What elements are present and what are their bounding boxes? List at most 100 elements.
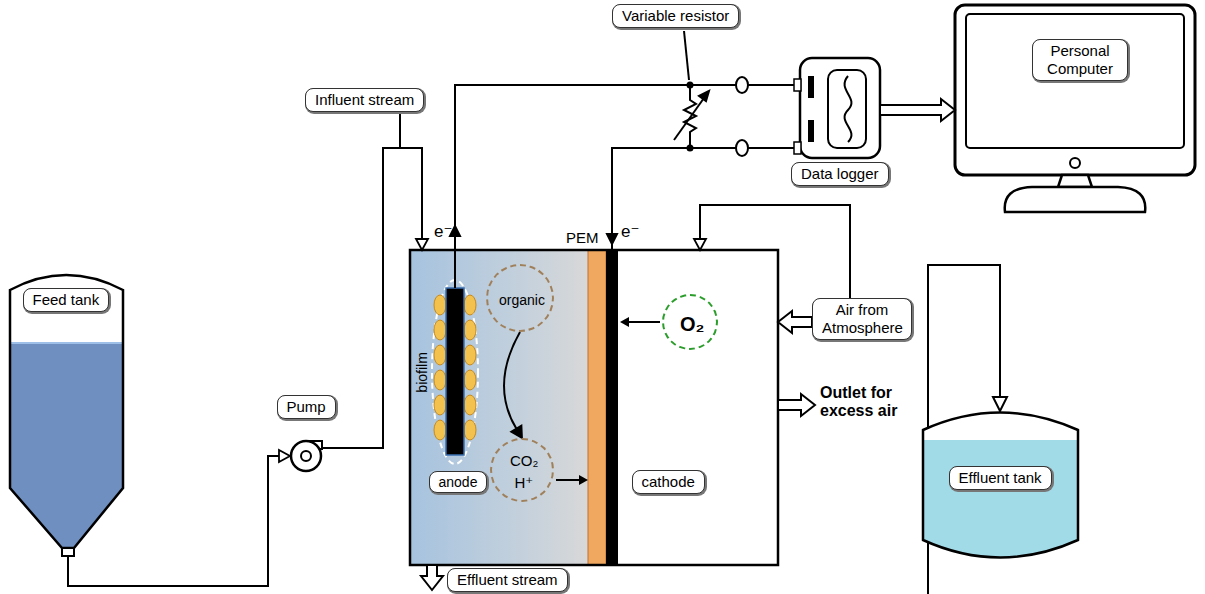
power-button	[1070, 158, 1080, 168]
label-box: Air from Atmosphere	[812, 298, 912, 340]
anode-wire	[455, 85, 736, 288]
label: Outlet for excess air	[820, 384, 915, 421]
text: cathode	[642, 473, 695, 490]
arrow-head	[511, 425, 522, 438]
tank-outline	[10, 275, 123, 548]
rotated-label: biofilm	[414, 352, 431, 392]
text: O₂	[680, 313, 704, 335]
text: Personal Computer	[1047, 42, 1113, 77]
fuel-cell	[410, 250, 778, 565]
node-label: O₂	[680, 312, 704, 336]
text-box: cathode	[632, 470, 705, 494]
logger-body	[800, 58, 880, 158]
tank-outlet	[62, 548, 74, 556]
text: Outlet for excess air	[820, 384, 897, 419]
label: PEM	[566, 229, 599, 246]
oxygen-arrow	[628, 321, 660, 323]
label: e⁻	[434, 222, 452, 242]
computer-monitor	[955, 5, 1195, 212]
text: Variable resistor	[622, 7, 729, 24]
connector	[322, 148, 428, 448]
text: anode	[439, 474, 478, 490]
connector-line	[700, 205, 850, 298]
outlet-arrow	[778, 394, 815, 416]
tank-outline	[923, 413, 1078, 558]
monitor-frame	[955, 5, 1195, 175]
cathode-chamber	[618, 250, 778, 565]
text: biofilm	[414, 352, 430, 392]
bacterium	[464, 320, 476, 340]
logger-screen	[828, 70, 866, 148]
electron-arrow	[607, 234, 617, 244]
node-label: organic	[499, 292, 545, 309]
leader-line	[399, 114, 401, 148]
label-box: Influent stream	[305, 88, 424, 112]
bacterium	[464, 395, 476, 415]
logger-node: Data logger	[800, 58, 880, 158]
organic-circle: organic	[486, 264, 554, 332]
anode-electrode	[446, 288, 464, 455]
anode-chamber: biofilm anode organicCO₂ H⁺	[410, 250, 588, 565]
cathode-wire	[612, 148, 736, 250]
block-arrow	[880, 99, 955, 121]
logger-wire	[748, 84, 794, 86]
biofilm-outline	[432, 280, 478, 464]
terminal	[736, 140, 748, 156]
anode-chamber	[410, 250, 588, 565]
text-box: Personal Computer	[1032, 39, 1128, 81]
cathode-electrode	[606, 250, 618, 565]
connector-line	[322, 148, 422, 448]
text: CO₂	[510, 452, 538, 469]
tank-shape: Feed tank	[10, 268, 123, 556]
junction-dot	[688, 83, 693, 88]
connector	[68, 450, 290, 586]
arrow-head	[279, 450, 290, 462]
tank-water	[0, 343, 135, 563]
cathode-chamber: cathode O₂	[618, 250, 778, 565]
text-box: anode	[429, 471, 488, 494]
product-circle: CO₂ H⁺	[490, 438, 554, 502]
arrow-head	[694, 239, 706, 250]
arrow-head	[416, 239, 428, 250]
connector	[778, 311, 812, 333]
text-box: Feed tank	[23, 288, 110, 312]
bacterium	[434, 420, 446, 440]
pump-impeller	[301, 451, 311, 461]
pump-node: Pump	[290, 440, 322, 472]
terminal	[736, 77, 748, 93]
arrow-head	[620, 317, 629, 327]
connector-line	[68, 456, 279, 586]
label-box: Effluent stream	[447, 568, 568, 592]
bacterium	[434, 320, 446, 340]
monitor-screen	[966, 14, 1184, 148]
leader-line	[684, 31, 689, 80]
bacterium	[464, 295, 476, 315]
arrow-head	[699, 91, 709, 101]
connector	[504, 332, 522, 438]
text: e⁻	[434, 222, 452, 241]
pem-membrane	[588, 250, 606, 565]
bacterium	[434, 345, 446, 365]
logger-port	[794, 79, 801, 91]
logger-wave	[845, 76, 852, 142]
block-arrow	[778, 311, 812, 333]
text: Data logger	[801, 165, 879, 182]
node-label: H⁺	[515, 474, 534, 492]
text: organic	[499, 292, 545, 308]
text: H⁺	[515, 474, 534, 491]
effluent-tank	[915, 413, 1085, 571]
text: Air from Atmosphere	[822, 301, 903, 336]
text: Effluent tank	[959, 469, 1042, 486]
logger-port	[794, 142, 801, 154]
bacterium	[434, 395, 446, 415]
tank-water	[915, 440, 1085, 570]
logger-wire	[748, 147, 794, 149]
bacterium	[464, 370, 476, 390]
label: e⁻	[621, 222, 639, 242]
monitor-base	[1005, 187, 1146, 212]
text-box: Data logger	[791, 162, 889, 186]
connector	[880, 99, 955, 121]
node-label: CO₂	[510, 452, 538, 470]
